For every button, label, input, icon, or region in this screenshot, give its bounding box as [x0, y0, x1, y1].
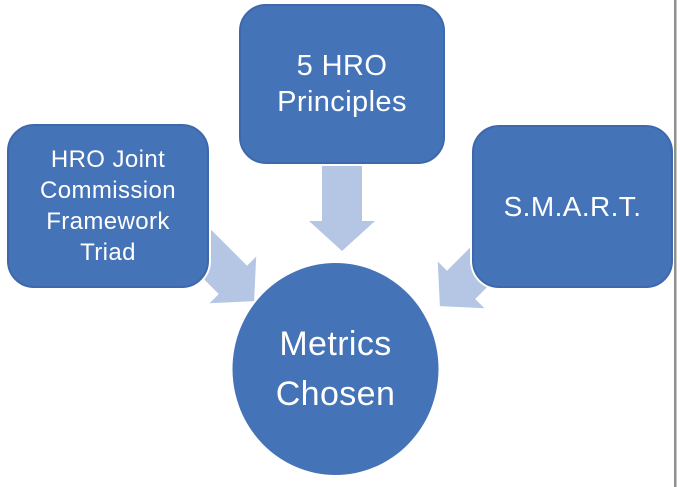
arrow-top-to-center [309, 166, 375, 251]
node-right-shape [472, 125, 673, 288]
node-center-shape [232, 263, 439, 475]
node-top-shape [239, 4, 445, 164]
figure-right-border [674, 0, 677, 487]
node-top-label: 5 HRO Principles [277, 50, 407, 118]
node-center-label: Metrics Chosen [275, 325, 396, 413]
node-left-shape [7, 124, 209, 288]
node-left-label: HRO Joint Commission Framework Triad [39, 146, 177, 266]
node-right-label: S.M.A.R.T. [503, 190, 642, 222]
